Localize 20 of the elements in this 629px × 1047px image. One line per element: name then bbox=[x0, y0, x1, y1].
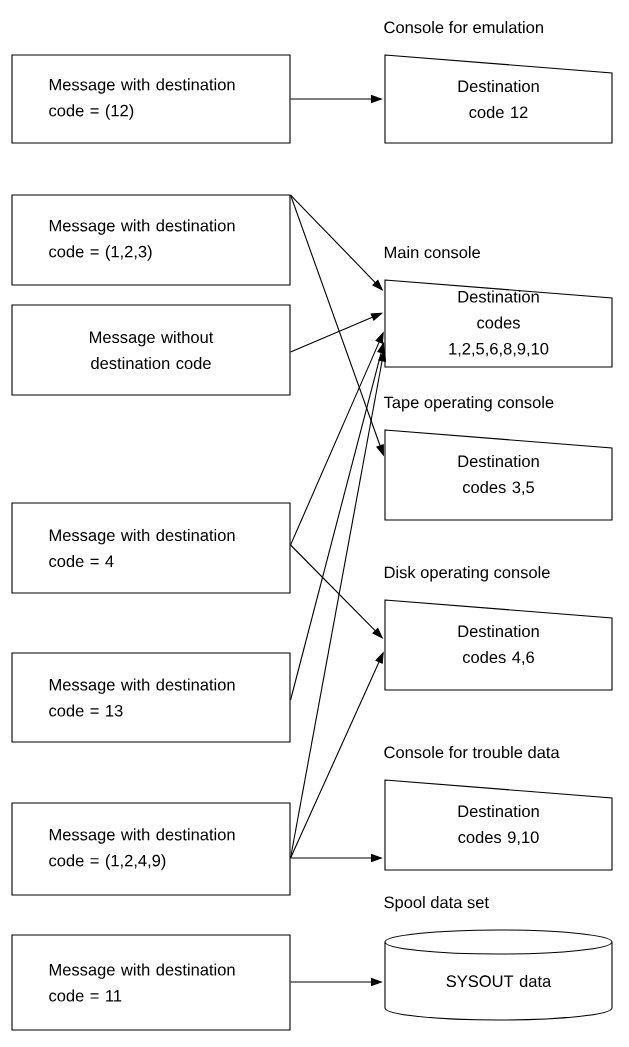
message-box: Message with destination code = (1,2,3) bbox=[11, 194, 291, 286]
message-box: Message with destination code = (12) bbox=[11, 54, 291, 144]
console-box: Destination codes 4,6 bbox=[384, 599, 613, 691]
message-box: Message with destination code = (1,2,4,9) bbox=[11, 802, 291, 896]
message-box: Message with destination code = 4 bbox=[11, 502, 291, 594]
console-box: Destination code 12 bbox=[384, 54, 613, 144]
console-box: Destination codes 9,10 bbox=[384, 779, 613, 871]
console-label: Tape operating console bbox=[383, 396, 554, 412]
console-label: Console for trouble data bbox=[384, 746, 560, 759]
console-label: Disk operating console bbox=[384, 566, 550, 582]
console-box: Destination codes 3,5 bbox=[384, 429, 613, 521]
storage-cylinder: SYSOUT data bbox=[384, 929, 613, 1021]
message-box: Message with destination code = 11 bbox=[11, 934, 291, 1031]
message-box: Message without destination code bbox=[11, 304, 291, 396]
message-box: Message with destination code = 13 bbox=[11, 652, 291, 743]
console-label: Main console bbox=[384, 246, 480, 259]
console-label: Spool data set bbox=[384, 896, 489, 912]
console-box: Destination codes 1,2,5,6,8,9,10 bbox=[384, 279, 613, 368]
arrow bbox=[290, 312, 383, 353]
console-label: Console for emulation bbox=[384, 21, 543, 34]
